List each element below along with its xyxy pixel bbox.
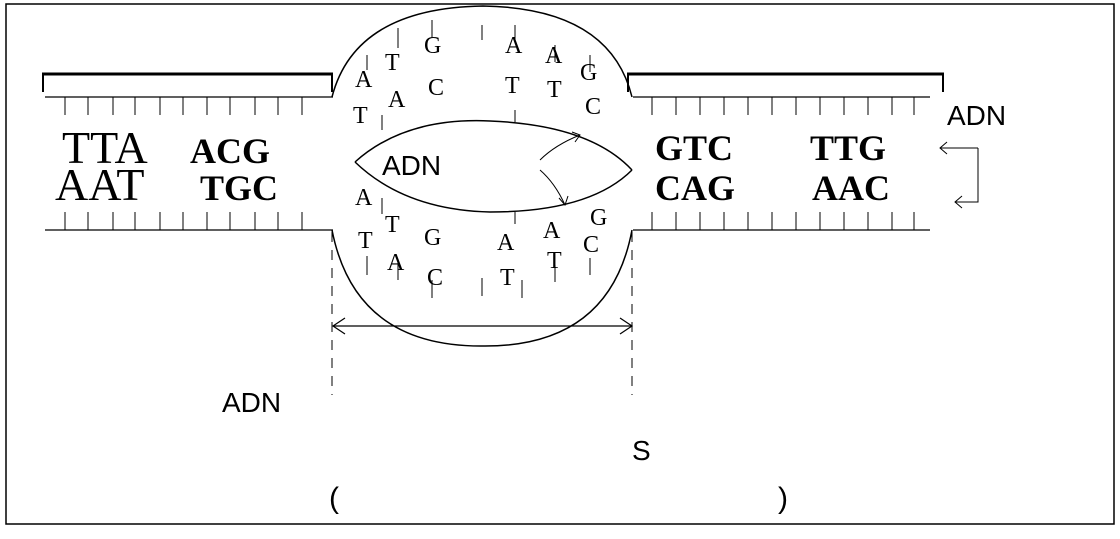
left-bracket — [42, 72, 333, 92]
adn-label-bottom-left: ADN — [222, 387, 281, 418]
bubble-upper-base-3: A — [388, 87, 406, 113]
fork-guides — [331, 232, 633, 395]
new-strands-lens — [354, 119, 633, 213]
bubble-lower-base-1: A — [355, 185, 373, 211]
diagram-frame — [5, 3, 1115, 525]
bubble-lower-base-4: A — [387, 250, 405, 276]
new-strand-ticks — [381, 110, 516, 224]
synthesis-arrows — [539, 131, 581, 206]
bubble-lower-base-12: C — [583, 232, 599, 258]
left-duplex-ticks — [64, 97, 303, 230]
bubble-upper-base-11: G — [580, 60, 597, 86]
bubble-lower-base-8: T — [500, 265, 515, 291]
right-bracket — [627, 72, 944, 92]
paren-open: ( — [329, 482, 339, 515]
bubble-upper-base-2: T — [353, 103, 368, 129]
bubble-upper-base-4: T — [385, 50, 400, 76]
bubble-span-arrow — [331, 317, 634, 335]
bubble-upper-base-9: A — [545, 43, 563, 69]
bubble-lower-base-9: A — [543, 218, 561, 244]
left-bottom-seq-b: TGC — [200, 168, 278, 208]
left-top-seq-a: TTA — [62, 122, 148, 173]
left-bottom-seq-a: AAT — [55, 159, 144, 210]
left-top-seq-b: ACG — [190, 131, 270, 171]
adn-label-top-right: ADN — [947, 100, 1006, 131]
right-bottom-seq-a: CAG — [655, 168, 735, 208]
strand-reference-arrows — [939, 141, 979, 209]
right-duplex-ticks — [651, 97, 915, 230]
paren-close: ) — [778, 482, 788, 515]
bubble-lower-ticks — [366, 256, 591, 298]
bubble-upper-base-10: T — [547, 77, 562, 103]
bubble-upper-base-6: C — [428, 75, 444, 101]
bubble-upper-base-1: A — [355, 67, 373, 93]
bubble-lower-base-10: T — [547, 248, 562, 274]
right-duplex-strands — [633, 96, 930, 231]
bubble-lower-base-7: A — [497, 230, 515, 256]
right-bottom-seq-b: AAC — [812, 168, 890, 208]
left-duplex-strands — [45, 96, 333, 231]
bubble-upper-base-5: G — [424, 33, 441, 59]
bubble-upper-ticks — [366, 20, 591, 72]
bubble-lower-base-11: G — [590, 205, 607, 231]
replication-bubble-outer — [331, 5, 633, 347]
s-label: S — [632, 435, 651, 466]
bubble-upper-base-12: C — [585, 94, 601, 120]
bubble-lower-base-6: C — [427, 265, 443, 291]
bubble-upper-base-8: T — [505, 73, 520, 99]
right-top-seq-a: GTC — [655, 128, 733, 168]
right-top-seq-b: TTG — [810, 128, 886, 168]
adn-label-center: ADN — [382, 150, 441, 181]
bubble-upper-base-7: A — [505, 33, 523, 59]
bubble-lower-base-5: G — [424, 225, 441, 251]
bubble-lower-base-3: T — [385, 212, 400, 238]
bubble-lower-base-2: T — [358, 228, 373, 254]
